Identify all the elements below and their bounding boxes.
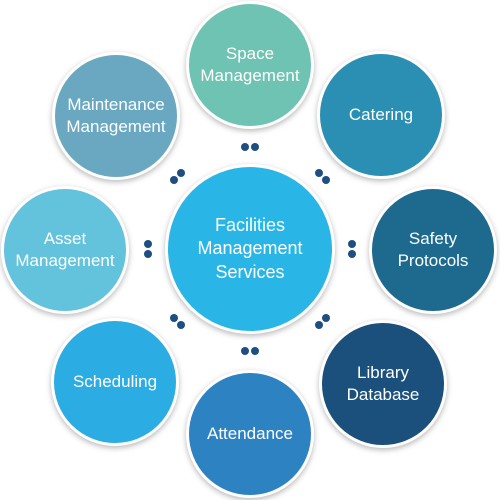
connector-dot-asset-management-2 bbox=[144, 240, 152, 248]
center-node-label: Facilities Management Services bbox=[197, 214, 303, 282]
node-scheduling: Scheduling bbox=[51, 318, 179, 446]
node-label-library-database: Library Database bbox=[346, 362, 420, 404]
connector-dot-scheduling-1 bbox=[177, 320, 186, 329]
connector-dot-space-management-2 bbox=[251, 143, 259, 151]
node-catering: Catering bbox=[317, 51, 445, 179]
node-label-attendance: Attendance bbox=[206, 423, 293, 443]
connector-dot-attendance-1 bbox=[251, 347, 259, 355]
node-label-asset-management: Asset Management bbox=[15, 228, 115, 270]
connector-dot-asset-management-1 bbox=[144, 250, 152, 258]
node-label-maintenance-management: Maintenance Management bbox=[66, 94, 166, 136]
connector-dot-space-management-1 bbox=[241, 143, 249, 151]
node-label-catering: Catering bbox=[348, 104, 414, 124]
node-label-space-management: Space Management bbox=[200, 43, 300, 85]
connector-dot-maintenance-management-1 bbox=[170, 176, 179, 185]
node-space-management: Space Management bbox=[186, 1, 314, 129]
node-safety-protocols: Safety Protocols bbox=[369, 186, 497, 314]
connector-dot-safety-protocols-1 bbox=[348, 240, 356, 248]
node-library-database: Library Database bbox=[319, 320, 447, 448]
center-node-facilities-management-services: Facilities Management Services bbox=[165, 164, 335, 334]
node-label-safety-protocols: Safety Protocols bbox=[397, 228, 469, 270]
connector-dot-scheduling-2 bbox=[170, 313, 179, 322]
node-attendance: Attendance bbox=[186, 370, 314, 498]
connector-dot-maintenance-management-2 bbox=[177, 169, 186, 178]
connector-dot-catering-2 bbox=[321, 176, 330, 185]
connector-dot-safety-protocols-2 bbox=[348, 250, 356, 258]
connector-dot-library-database-2 bbox=[314, 320, 323, 329]
connector-dot-attendance-2 bbox=[241, 347, 249, 355]
node-label-scheduling: Scheduling bbox=[72, 371, 158, 391]
connector-dot-library-database-1 bbox=[321, 313, 330, 322]
node-maintenance-management: Maintenance Management bbox=[52, 52, 180, 180]
connector-dot-catering-1 bbox=[314, 169, 323, 178]
node-asset-management: Asset Management bbox=[1, 186, 129, 314]
